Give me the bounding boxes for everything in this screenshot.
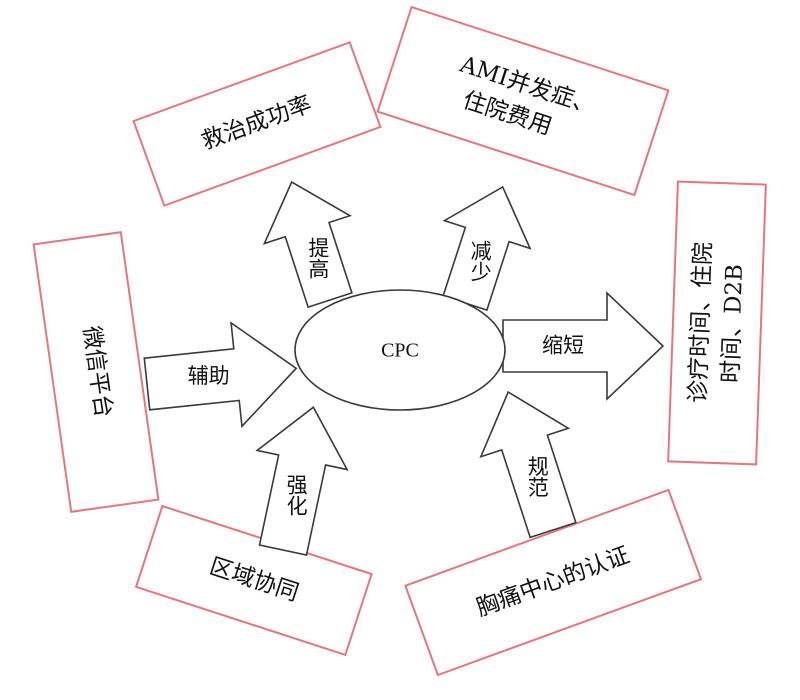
box-time-line2: 时间、D2B <box>718 264 748 384</box>
arrow-improve: 提高 <box>262 180 353 309</box>
box-ami-cost: AMI并发症、 住院费用 <box>376 5 670 197</box>
arrow-improve-label: 提高 <box>306 237 330 279</box>
box-wechat: 微信平台 <box>32 231 160 513</box>
center-node: CPC <box>294 289 506 411</box>
center-label: CPC <box>381 340 419 362</box>
box-time-line1: 诊疗时间、住院 <box>685 242 717 404</box>
arrow-shorten-label: 缩短 <box>542 334 584 358</box>
box-treatment-time: 诊疗时间、住院 时间、D2B <box>667 180 767 466</box>
box-success-rate: 救治成功率 <box>132 41 382 207</box>
box-regional: 区域协同 <box>134 504 373 657</box>
box-certification: 胸痛中心的认证 <box>404 488 703 677</box>
arrow-strengthen-label: 强化 <box>284 474 308 516</box>
arrow-standardize-label: 规范 <box>525 456 549 498</box>
arrow-standardize: 规范 <box>479 390 577 539</box>
arrow-reduce: 减少 <box>442 185 532 312</box>
arrow-shorten: 缩短 <box>502 291 665 401</box>
arrow-assist-label: 辅助 <box>188 364 230 388</box>
arrow-strengthen: 强化 <box>255 405 349 556</box>
arrow-assist: 辅助 <box>143 321 298 429</box>
arrow-reduce-label: 减少 <box>468 240 492 282</box>
